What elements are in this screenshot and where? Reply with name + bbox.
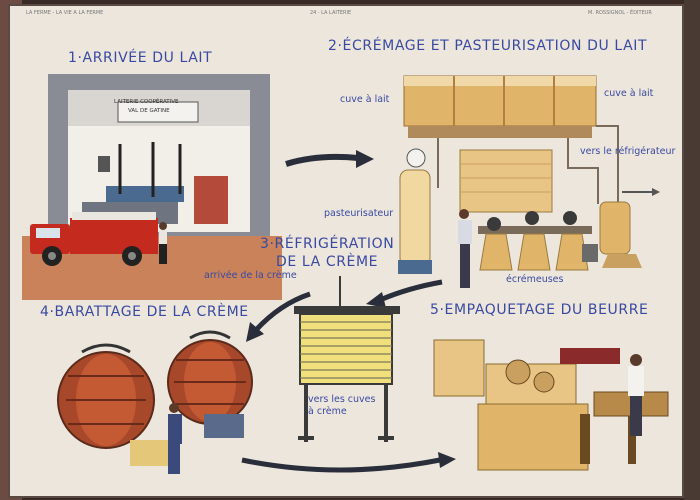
step-3-title-line-2: DE LA CRÈME bbox=[276, 254, 378, 270]
label-arrivee-creme: arrivée de la crème bbox=[204, 270, 297, 281]
label-vers-cuves-2: à crème bbox=[308, 406, 347, 417]
worker-1 bbox=[159, 222, 167, 264]
header-left: LA FERME - LA VIE A LA FERME bbox=[26, 10, 103, 16]
separators bbox=[478, 211, 598, 270]
milk-vats bbox=[404, 76, 596, 138]
header-center: 24 · LA LAITERIE bbox=[310, 10, 351, 16]
label-vers-refrigerateur: vers le réfrigérateur bbox=[580, 146, 675, 157]
poster: LA FERME - LA VIE A LA FERME 24 · LA LAI… bbox=[8, 4, 684, 498]
step-2-title: 2·ÉCRÉMAGE ET PASTEURISATION DU LAIT bbox=[328, 38, 647, 54]
worker-4 bbox=[628, 354, 644, 436]
label-cuve-right: cuve à lait bbox=[604, 88, 653, 99]
worker-2 bbox=[458, 209, 472, 288]
label-ecremeuses: écrémeuses bbox=[506, 274, 563, 285]
label-vers-cuves-1: vers les cuves bbox=[308, 394, 375, 405]
step-5-title: 5·EMPAQUETAGE DU BEURRE bbox=[430, 302, 649, 318]
header-right: M. ROSSIGNOL - ÉDITEUR bbox=[588, 10, 652, 16]
sign-line-1: LAITERIE COOPÉRATIVE bbox=[114, 99, 179, 105]
pasteurizer-tank bbox=[398, 149, 432, 274]
poster-frame-right bbox=[684, 0, 700, 500]
butter-churns bbox=[58, 332, 252, 466]
arrow-4-5 bbox=[242, 460, 440, 470]
storage-tank bbox=[600, 202, 642, 268]
sign-line-2: VAL DE GATINE bbox=[128, 108, 170, 114]
step-1-title: 1·ARRIVÉE DU LAIT bbox=[68, 50, 212, 66]
label-cuve-left: cuve à lait bbox=[340, 94, 389, 105]
refrigerator-panel bbox=[460, 150, 552, 212]
step-3-title-line-1: 3·RÉFRIGÉRATION bbox=[260, 236, 394, 252]
label-pasteurisateur: pasteurisateur bbox=[324, 208, 393, 219]
arrow-1-2 bbox=[286, 157, 358, 164]
arrow-2-3 bbox=[380, 282, 442, 300]
step-4-title: 4·BARATTAGE DE LA CRÈME bbox=[40, 304, 249, 320]
worker-3 bbox=[168, 403, 182, 474]
